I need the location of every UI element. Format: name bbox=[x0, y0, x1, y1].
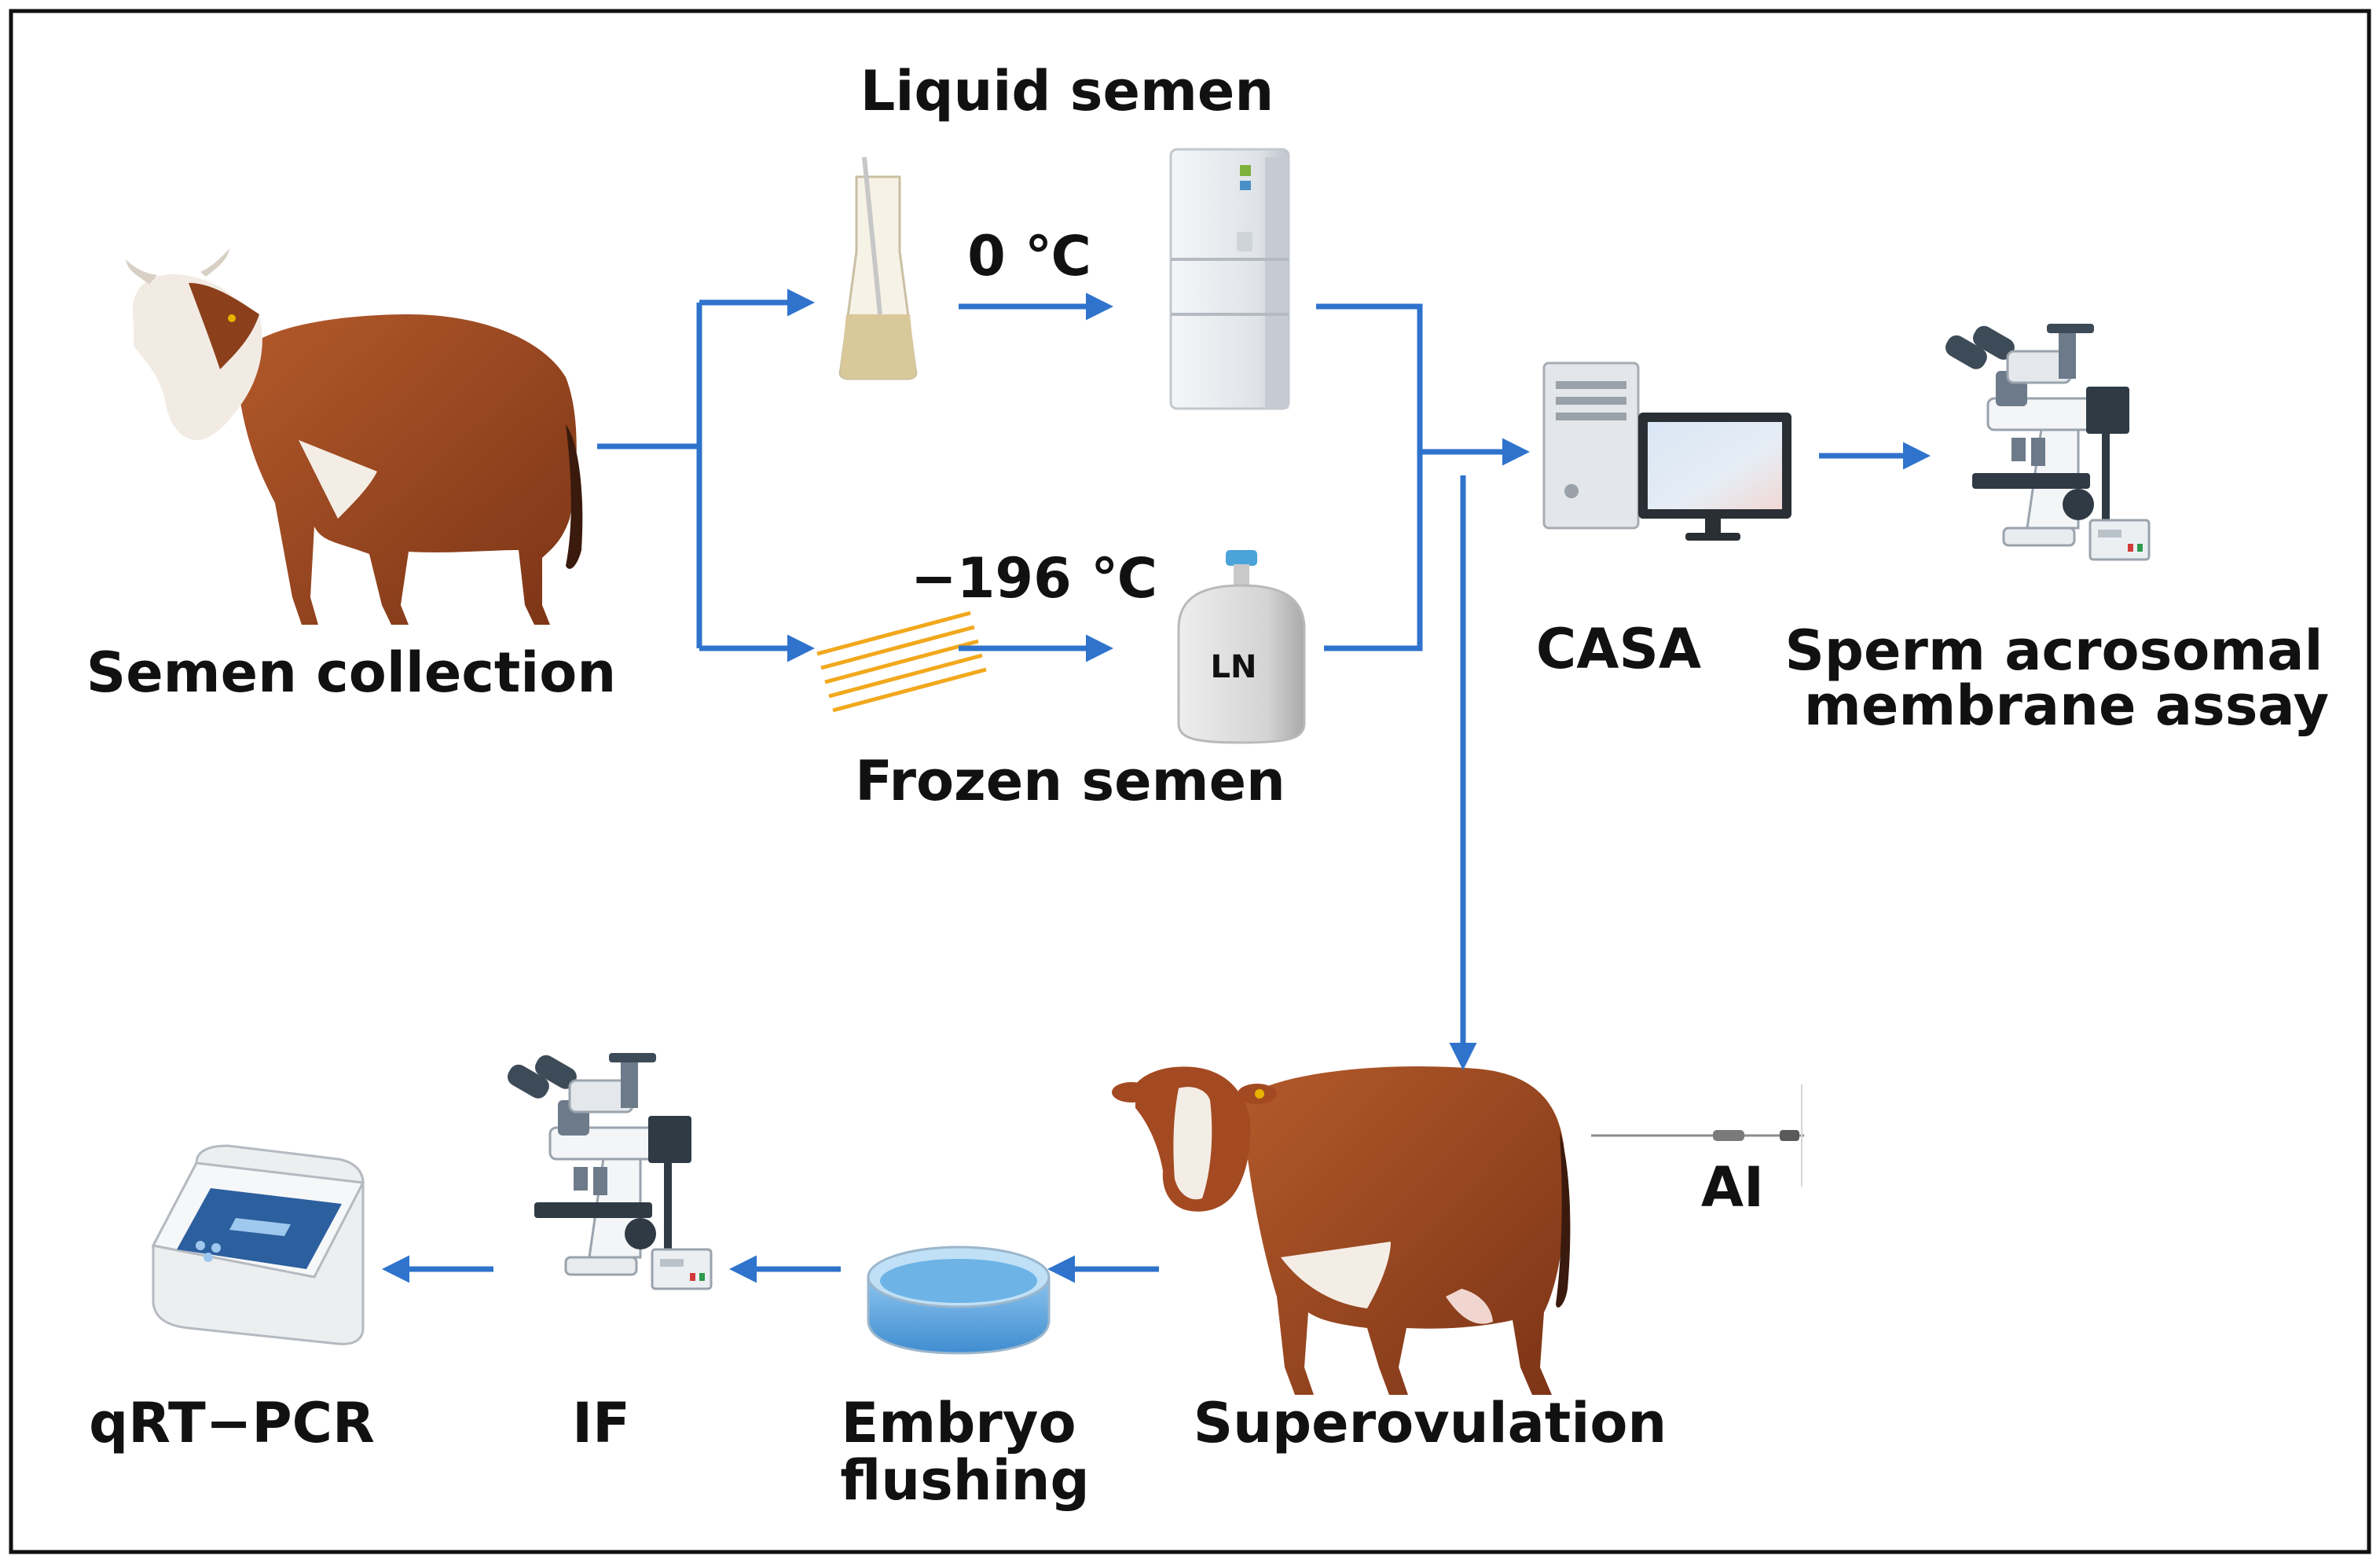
qrtpcr-label: qRT−PCR bbox=[89, 1391, 375, 1455]
microscope-icon bbox=[1941, 321, 2151, 561]
bull-image bbox=[126, 248, 583, 625]
flow-arrows bbox=[382, 288, 1931, 1283]
refrigerator-icon bbox=[1169, 148, 1290, 410]
arrow-merge bbox=[1316, 303, 1423, 651]
temperature-0c-label: 0 ℃ bbox=[967, 224, 1091, 288]
embryo-flushing-label-line2: flushing bbox=[840, 1448, 1089, 1513]
flask-icon bbox=[838, 156, 918, 380]
figure-border bbox=[9, 9, 2371, 1554]
superovulation-label: Superovulation bbox=[1194, 1391, 1667, 1455]
ai-label: AI bbox=[1701, 1155, 1764, 1220]
liquid-nitrogen-tank-icon: LN bbox=[1177, 550, 1306, 744]
cow-image bbox=[1112, 1066, 1571, 1395]
semen-collection-label: Semen collection bbox=[86, 640, 616, 705]
ln-tank-label: LN bbox=[1211, 649, 1257, 685]
straws-icon bbox=[816, 611, 987, 713]
if-label: IF bbox=[572, 1391, 630, 1455]
acrosome-assay-label-line2: membrane assay bbox=[1804, 673, 2329, 738]
petri-dish-icon bbox=[867, 1246, 1051, 1355]
computer-icon bbox=[1542, 361, 1791, 541]
acrosome-assay-label-line1: Sperm acrosomal bbox=[1784, 618, 2323, 683]
ai-catheter-icon bbox=[1591, 1084, 1804, 1187]
casa-label: CASA bbox=[1536, 617, 1701, 681]
temperature-minus196c-label: −196 ℃ bbox=[911, 546, 1157, 611]
embryo-flushing-label-line1: Embryo bbox=[841, 1391, 1076, 1455]
microscope-icon bbox=[503, 1050, 713, 1290]
pcr-machine-icon bbox=[151, 1144, 365, 1345]
liquid-semen-label: Liquid semen bbox=[860, 59, 1274, 123]
frozen-semen-label: Frozen semen bbox=[855, 749, 1285, 813]
